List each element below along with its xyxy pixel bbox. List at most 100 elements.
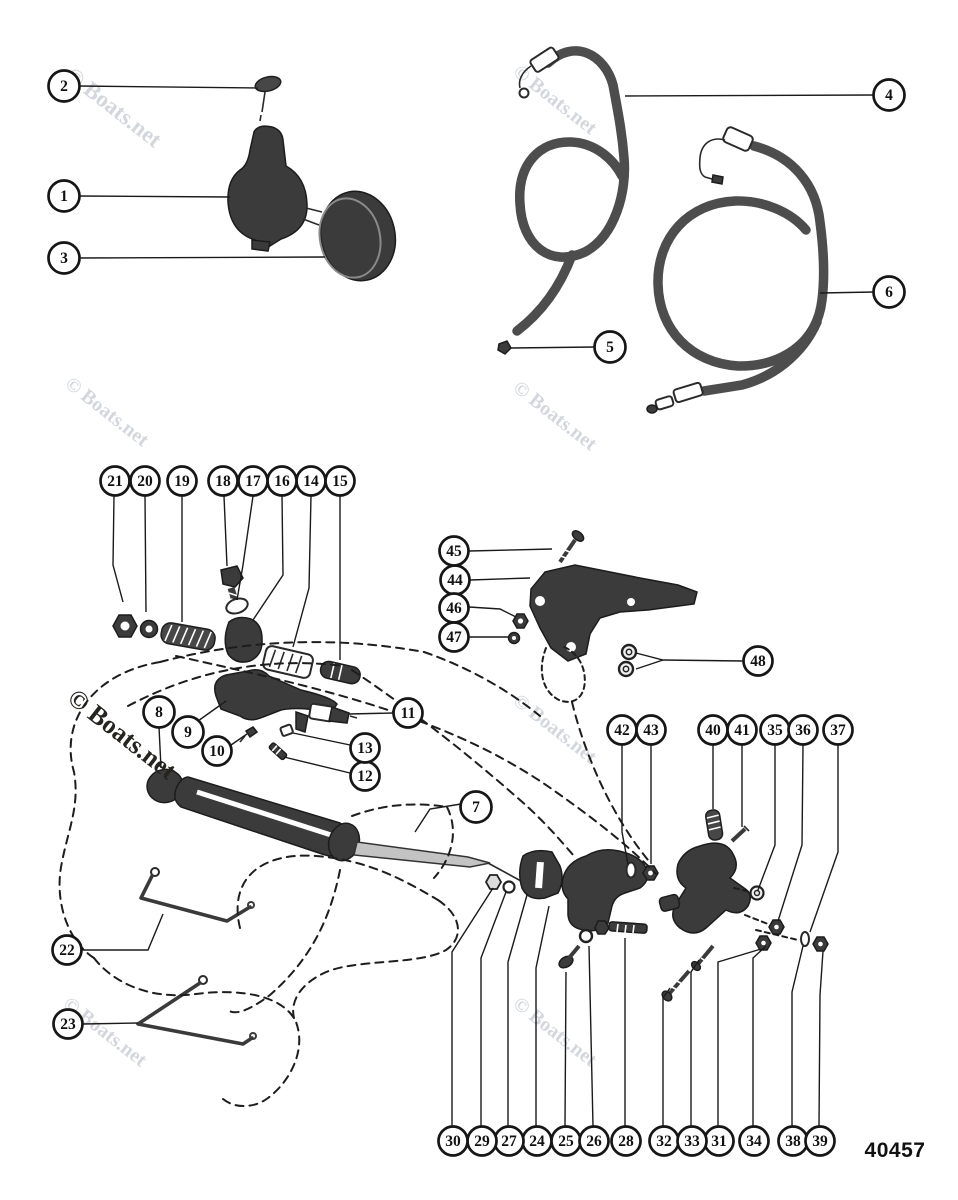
callout-18[interactable]: 18 (207, 465, 239, 497)
callout-circle-15[interactable] (324, 465, 356, 497)
callout-number-18: 18 (215, 473, 231, 490)
callout-number-43: 43 (643, 722, 659, 739)
callout-3[interactable]: 3 (47, 241, 81, 275)
callout-33[interactable]: 33 (676, 1125, 708, 1157)
callout-13[interactable]: 13 (349, 732, 381, 764)
callout-45[interactable]: 45 (438, 535, 470, 567)
callout-number-17: 17 (245, 473, 261, 490)
callout-31[interactable]: 31 (703, 1125, 735, 1157)
callout-14[interactable]: 14 (295, 465, 327, 497)
callout-number-46: 46 (446, 600, 462, 617)
callout-20[interactable]: 20 (129, 465, 161, 497)
callout-48[interactable]: 48 (742, 645, 774, 677)
callout-circle-6[interactable] (872, 275, 906, 309)
callout-10[interactable]: 10 (201, 735, 233, 767)
callout-41[interactable]: 41 (726, 714, 758, 746)
callout-28[interactable]: 28 (610, 1125, 642, 1157)
callout-30[interactable]: 30 (437, 1125, 469, 1157)
callout-40[interactable]: 40 (697, 714, 729, 746)
callout-circle-36[interactable] (787, 714, 819, 746)
part-oval-17 (225, 597, 249, 615)
callout-37[interactable]: 37 (822, 714, 854, 746)
callout-32[interactable]: 32 (648, 1125, 680, 1157)
callout-circle-8[interactable] (142, 695, 176, 729)
callout-27[interactable]: 27 (493, 1125, 525, 1157)
leader-line-33 (690, 959, 700, 1126)
watermark: © Boats.net (509, 993, 601, 1072)
leader-line-24 (535, 905, 550, 1126)
callout-circle-30[interactable] (437, 1125, 469, 1157)
leader-line-17 (236, 495, 254, 601)
callout-9[interactable]: 9 (171, 715, 205, 749)
callout-circle-13[interactable] (349, 732, 381, 764)
callout-circle-26[interactable] (578, 1125, 610, 1157)
callout-circle-21[interactable] (99, 465, 131, 497)
callout-7[interactable]: 7 (459, 790, 493, 824)
part-ignition-switch-1 (227, 125, 323, 252)
leader-line-23 (82, 1022, 139, 1025)
callout-17[interactable]: 17 (237, 465, 269, 497)
callout-5[interactable]: 5 (593, 330, 627, 364)
callout-number-39: 39 (812, 1133, 828, 1150)
callout-1[interactable]: 1 (47, 179, 81, 213)
callout-circle-11[interactable] (392, 697, 424, 729)
callout-12[interactable]: 12 (349, 760, 381, 792)
callout-4[interactable]: 4 (872, 78, 906, 112)
callout-circle-39[interactable] (804, 1125, 836, 1157)
callout-circle-4[interactable] (872, 78, 906, 112)
callout-25[interactable]: 25 (550, 1125, 582, 1157)
callout-circle-37[interactable] (822, 714, 854, 746)
callout-circle-18[interactable] (207, 465, 239, 497)
callout-6[interactable]: 6 (872, 275, 906, 309)
callout-19[interactable]: 19 (166, 465, 198, 497)
callout-16[interactable]: 16 (266, 465, 298, 497)
callout-36[interactable]: 36 (787, 714, 819, 746)
callout-circle-2[interactable] (47, 69, 81, 103)
callout-29[interactable]: 29 (466, 1125, 498, 1157)
callout-24[interactable]: 24 (521, 1125, 553, 1157)
callout-circle-45[interactable] (438, 535, 470, 567)
callout-22[interactable]: 22 (51, 934, 83, 966)
callout-21[interactable]: 21 (99, 465, 131, 497)
callout-circle-9[interactable] (171, 715, 205, 749)
part-screw-2 (254, 75, 282, 122)
callout-26[interactable]: 26 (578, 1125, 610, 1157)
callout-38[interactable]: 38 (777, 1125, 809, 1157)
callout-circle-5[interactable] (593, 330, 627, 364)
callout-number-37: 37 (830, 722, 846, 739)
callout-35[interactable]: 35 (759, 714, 791, 746)
callout-11[interactable]: 11 (392, 697, 424, 729)
callout-circle-41[interactable] (726, 714, 758, 746)
callout-8[interactable]: 8 (142, 695, 176, 729)
callout-circle-22[interactable] (51, 934, 83, 966)
callout-circle-1[interactable] (47, 179, 81, 213)
callout-circle-28[interactable] (610, 1125, 642, 1157)
part-oval-42 (625, 861, 637, 879)
callout-23[interactable]: 23 (52, 1008, 84, 1040)
callout-46[interactable]: 46 (438, 592, 470, 624)
leader-line-35 (757, 745, 776, 891)
callout-43[interactable]: 43 (635, 714, 667, 746)
callout-47[interactable]: 47 (438, 621, 470, 653)
callout-circle-19[interactable] (166, 465, 198, 497)
leader-line-26 (588, 945, 594, 1127)
callout-circle-7[interactable] (459, 790, 493, 824)
callout-15[interactable]: 15 (324, 465, 356, 497)
callout-circle-43[interactable] (635, 714, 667, 746)
callout-42[interactable]: 42 (606, 714, 638, 746)
callout-circle-10[interactable] (201, 735, 233, 767)
callout-39[interactable]: 39 (804, 1125, 836, 1157)
callout-circle-3[interactable] (47, 241, 81, 275)
callout-44[interactable]: 44 (439, 564, 471, 596)
callout-circle-47[interactable] (438, 621, 470, 653)
callout-circle-48[interactable] (742, 645, 774, 677)
callout-2[interactable]: 2 (47, 69, 81, 103)
callout-circle-33[interactable] (676, 1125, 708, 1157)
callout-number-20: 20 (137, 473, 153, 490)
callout-circle-34[interactable] (738, 1125, 770, 1157)
part-pin-41 (730, 825, 750, 843)
callout-34[interactable]: 34 (738, 1125, 770, 1157)
callout-number-1: 1 (60, 188, 68, 205)
leader-line-2 (78, 85, 259, 89)
callout-circle-23[interactable] (52, 1008, 84, 1040)
